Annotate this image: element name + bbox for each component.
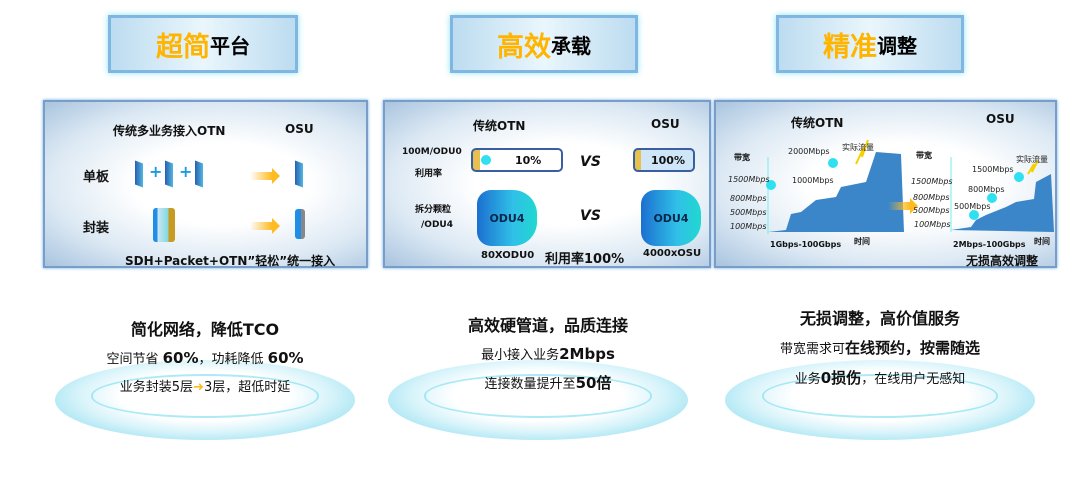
header-rest: 调整 [877, 33, 917, 58]
callout-label: 1000Mbps [792, 176, 834, 185]
board-icon [295, 160, 303, 188]
header-precise-adjust: 精准调整 [776, 15, 964, 73]
callout-dot [1014, 172, 1024, 182]
lightning-icon [855, 139, 869, 165]
arrow-right-icon: ➜ [193, 380, 204, 395]
arrow-right-icon [250, 218, 280, 234]
utilization-label-b: 利用率 [415, 169, 443, 179]
callout-dot [969, 210, 979, 220]
right-heading: OSU [651, 117, 680, 131]
left-heading: 传统OTN [473, 119, 526, 133]
tick: 1500Mbps [911, 177, 953, 186]
encapsulation-layers-icon [153, 208, 175, 242]
right-heading: OSU [986, 112, 1015, 126]
callout-dot [766, 180, 776, 190]
tick: 1500Mbps [728, 175, 770, 184]
footer-heading: 高效硬管道，品质连接 [467, 316, 628, 335]
osu-bandwidth-area [951, 174, 1054, 232]
footer-simple-platform: 简化网络，降低TCO 空间节省 60%，功耗降低 60% 业务封装5层➜3层，超… [55, 316, 355, 404]
caption-unified-access: SDH+Packet+OTN”轻松”统一接入 [125, 254, 336, 268]
row-label-board: 单板 [83, 170, 110, 185]
platform-base-2 [388, 360, 688, 440]
left-heading: 传统多业务接入OTN [113, 124, 226, 138]
caption-lossless: 无损高效调整 [966, 254, 1039, 268]
board-icon [165, 160, 173, 188]
actual-traffic-label: 实际流量 [1016, 155, 1048, 164]
footer-line: 空间节省 60%，功耗降低 60% [106, 349, 304, 367]
platform-base-3 [725, 360, 1035, 440]
granularity-label-a: 拆分颗粒 [415, 205, 452, 215]
y-axis-label: 带宽 [734, 153, 750, 162]
utilization-label-a: 100M/ODU0 [402, 147, 462, 157]
actual-traffic-label: 实际流量 [842, 143, 874, 152]
callout-label: 1500Mbps [972, 165, 1014, 174]
tick: 800Mbps [913, 193, 950, 202]
y-axis-label: 带宽 [916, 151, 932, 160]
tick: 500Mbps [730, 208, 767, 217]
range-label: 1Gbps-100Gbps [770, 240, 842, 249]
footer-line: 业务封装5层➜3层，超低时延 [119, 380, 291, 395]
footer-heading: 无损调整，高价值服务 [799, 309, 960, 328]
callout-label: 800Mbps [968, 185, 1005, 194]
header-efficient-bearer: 高效承载 [450, 15, 638, 73]
vs-label: VS [580, 208, 601, 224]
osu-encapsulation-icon [295, 209, 305, 239]
footer-precise-adjust: 无损调整，高价值服务 带宽需求可在线预约，按需随选 业务0损伤，在线用户无感知 [730, 305, 1030, 397]
caption-utilization: 利用率100% [545, 252, 625, 267]
bandwidth-charts [766, 139, 1054, 234]
x-axis-label: 时间 [1034, 237, 1050, 246]
utilization-indicator-icon [481, 155, 491, 165]
arrow-right-icon [250, 168, 280, 184]
callout-label: 2000Mbps [788, 147, 830, 156]
platform-base-1 [55, 360, 355, 440]
footer-line: 业务0损伤，在线用户无感知 [794, 369, 966, 387]
odu4-cylinder-osu: ODU4 [641, 190, 701, 246]
granularity-label-b: /ODU4 [421, 220, 453, 230]
board-icon [195, 160, 203, 188]
plus-icon: + [149, 162, 163, 181]
callout-dot [987, 193, 997, 203]
utilization-value: 100% [651, 154, 685, 167]
tick: 100Mbps [914, 220, 951, 229]
tick: 800Mbps [730, 194, 767, 203]
footer-line: 最小接入业务2Mbps [481, 345, 615, 363]
utilization-bar-otn: 10% [471, 148, 563, 172]
panel-precise-adjust: 传统OTN OSU 带宽 1500Mbps 800Mbps 500Mbps 10… [714, 100, 1057, 268]
osu-count: 4000xOSU [643, 248, 702, 259]
header-rest: 承载 [551, 33, 591, 58]
tick: 100Mbps [730, 222, 767, 231]
right-heading: OSU [285, 122, 314, 136]
otn-bandwidth-area [768, 152, 904, 232]
plus-icon: + [179, 162, 193, 181]
footer-heading: 简化网络，降低TCO [130, 320, 280, 339]
header-highlight: 高效 [497, 31, 551, 63]
callout-dot [828, 158, 838, 168]
row-label-encapsulation: 封装 [83, 221, 110, 236]
lightning-icon [1027, 159, 1039, 175]
left-heading: 传统OTN [791, 116, 844, 130]
utilization-bar-osu: 100% [633, 148, 695, 172]
footer-efficient-bearer: 高效硬管道，品质连接 最小接入业务2Mbps 连接数量提升至50倍 [398, 312, 698, 402]
cylinder-label: ODU4 [653, 211, 689, 225]
tick: 500Mbps [913, 206, 950, 215]
vs-label: VS [580, 154, 601, 170]
otn-count: 80XODU0 [481, 250, 535, 261]
range-label: 2Mbps-100Gbps [953, 240, 1026, 249]
x-axis-label: 时间 [854, 237, 870, 246]
header-simple-platform: 超简平台 [108, 15, 298, 73]
header-rest: 平台 [210, 33, 250, 58]
cylinder-label: ODU4 [489, 211, 525, 225]
board-icon [135, 160, 143, 188]
arrow-right-icon [888, 198, 918, 214]
panel-efficient-bearer: 传统OTN OSU 100M/ODU0 利用率 10% VS 100% 拆分颗粒… [383, 100, 711, 268]
panel-simple-platform: 传统多业务接入OTN OSU 单板 封装 + + SDH+Packet+OTN”… [43, 100, 368, 268]
header-highlight: 超简 [156, 31, 210, 63]
footer-line: 带宽需求可在线预约，按需随选 [779, 339, 981, 357]
utilization-value: 10% [515, 154, 542, 167]
footer-line: 连接数量提升至50倍 [484, 374, 612, 392]
callout-label: 500Mbps [954, 202, 991, 211]
header-highlight: 精准 [823, 31, 877, 63]
odu4-cylinder-otn: ODU4 [477, 190, 537, 246]
